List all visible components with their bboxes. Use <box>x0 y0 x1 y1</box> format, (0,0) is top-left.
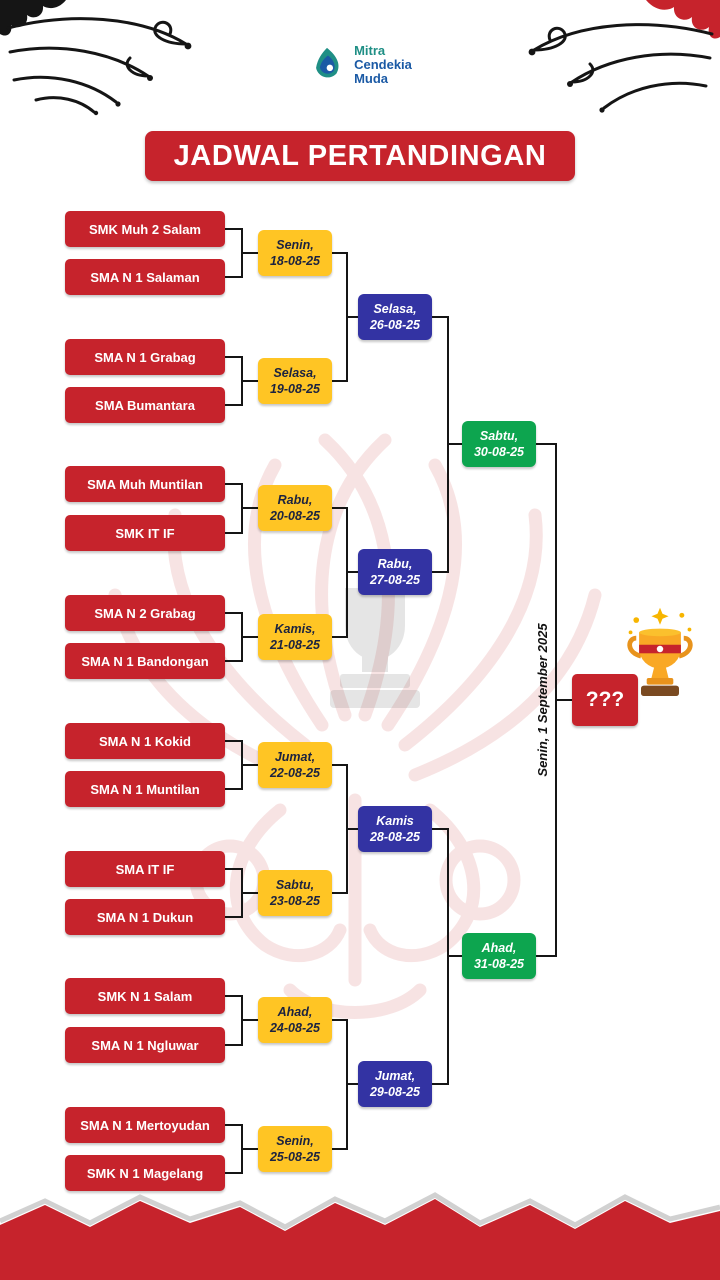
connector <box>225 1124 258 1174</box>
champion-placeholder: ??? <box>572 674 638 726</box>
team-box: SMA N 1 Bandongan <box>65 643 225 679</box>
connector <box>332 507 358 638</box>
logo-drop-icon <box>316 47 339 78</box>
team-box: SMA IT IF <box>65 851 225 887</box>
match-day: Ahad, <box>277 1004 313 1019</box>
team-box: SMA N 1 Ngluwar <box>65 1027 225 1063</box>
match-date: 23-08-25 <box>269 894 321 908</box>
match-date-box: Rabu, 27-08-25 <box>358 549 432 595</box>
team-box: SMA N 1 Grabag <box>65 339 225 375</box>
match-date: 31-08-25 <box>473 957 525 971</box>
match-date-box: Rabu, 20-08-25 <box>258 485 332 531</box>
team-box: SMK N 1 Magelang <box>65 1155 225 1191</box>
match-date: 20-08-25 <box>269 509 321 523</box>
team-box: SMA N 1 Kokid <box>65 723 225 759</box>
match-date-box: Jumat, 22-08-25 <box>258 742 332 788</box>
match-date-box: Senin, 25-08-25 <box>258 1126 332 1172</box>
connector <box>332 252 358 382</box>
connector <box>225 356 258 406</box>
match-day: Kamis, <box>274 621 316 636</box>
match-day: Selasa, <box>373 301 417 316</box>
match-date: 21-08-25 <box>269 638 321 652</box>
match-day: Kamis <box>376 813 414 828</box>
team-box: SMA Bumantara <box>65 387 225 423</box>
match-date-box: Selasa, 19-08-25 <box>258 358 332 404</box>
final-schedule-label: Senin, 1 September 2025 <box>535 623 550 777</box>
connector <box>225 740 258 790</box>
match-day: Jumat, <box>374 1068 416 1083</box>
match-day: Sabtu, <box>479 428 519 443</box>
torn-paper-edge <box>0 1192 720 1280</box>
match-date-box: Selasa, 26-08-25 <box>358 294 432 340</box>
team-box: SMK Muh 2 Salam <box>65 211 225 247</box>
match-date: 28-08-25 <box>369 830 421 844</box>
team-box: SMK N 1 Salam <box>65 978 225 1014</box>
match-date: 29-08-25 <box>369 1085 421 1099</box>
match-date-box: Jumat, 29-08-25 <box>358 1061 432 1107</box>
match-date-box: Kamis 28-08-25 <box>358 806 432 852</box>
match-day: Sabtu, <box>275 877 315 892</box>
logo: Mitra Cendekia Muda <box>0 43 720 87</box>
match-date-box: Sabtu, 23-08-25 <box>258 870 332 916</box>
team-box: SMA N 1 Muntilan <box>65 771 225 807</box>
team-box: SMA N 1 Dukun <box>65 899 225 935</box>
match-day: Ahad, <box>481 940 517 955</box>
connector <box>536 443 572 957</box>
match-day: Selasa, <box>273 365 317 380</box>
trophy-icon <box>627 607 693 697</box>
match-date-box: Senin, 18-08-25 <box>258 230 332 276</box>
match-date: 26-08-25 <box>369 318 421 332</box>
connector <box>225 483 258 534</box>
team-box: SMA N 1 Salaman <box>65 259 225 295</box>
match-date: 27-08-25 <box>369 573 421 587</box>
match-day: Senin, <box>276 1133 314 1148</box>
logo-line: Muda <box>354 71 389 87</box>
match-date: 19-08-25 <box>269 382 321 396</box>
match-day: Senin, <box>276 237 314 252</box>
connector <box>225 868 258 918</box>
match-date: 22-08-25 <box>269 766 321 780</box>
page-title: JADWAL PERTANDINGAN <box>145 131 575 181</box>
corner-flourish-left-icon <box>0 0 192 116</box>
match-date: 18-08-25 <box>269 254 321 268</box>
match-date: 25-08-25 <box>269 1150 321 1164</box>
match-date-box: Ahad, 31-08-25 <box>462 933 536 979</box>
match-day: Rabu, <box>277 492 313 507</box>
match-date-box: Kamis, 21-08-25 <box>258 614 332 660</box>
logo-line: Cendekia <box>354 57 412 73</box>
match-day: Rabu, <box>377 556 413 571</box>
match-date: 30-08-25 <box>473 445 525 459</box>
connector <box>225 612 258 662</box>
match-date: 24-08-25 <box>269 1021 321 1035</box>
team-box: SMK IT IF <box>65 515 225 551</box>
match-date-box: Sabtu, 30-08-25 <box>462 421 536 467</box>
connector <box>332 764 358 894</box>
logo-wordmark: Mitra Cendekia Muda <box>354 43 412 87</box>
match-day: Jumat, <box>274 749 316 764</box>
connector <box>432 828 462 1085</box>
team-box: SMA N 2 Grabag <box>65 595 225 631</box>
connector <box>225 995 258 1046</box>
team-box: SMA N 1 Mertoyudan <box>65 1107 225 1143</box>
connector <box>432 316 462 573</box>
corner-flourish-right-icon <box>528 0 720 113</box>
match-date-box: Ahad, 24-08-25 <box>258 997 332 1043</box>
connector <box>332 1019 358 1150</box>
logo-line: Mitra <box>354 43 386 58</box>
team-box: SMA Muh Muntilan <box>65 466 225 502</box>
connector <box>225 228 258 278</box>
